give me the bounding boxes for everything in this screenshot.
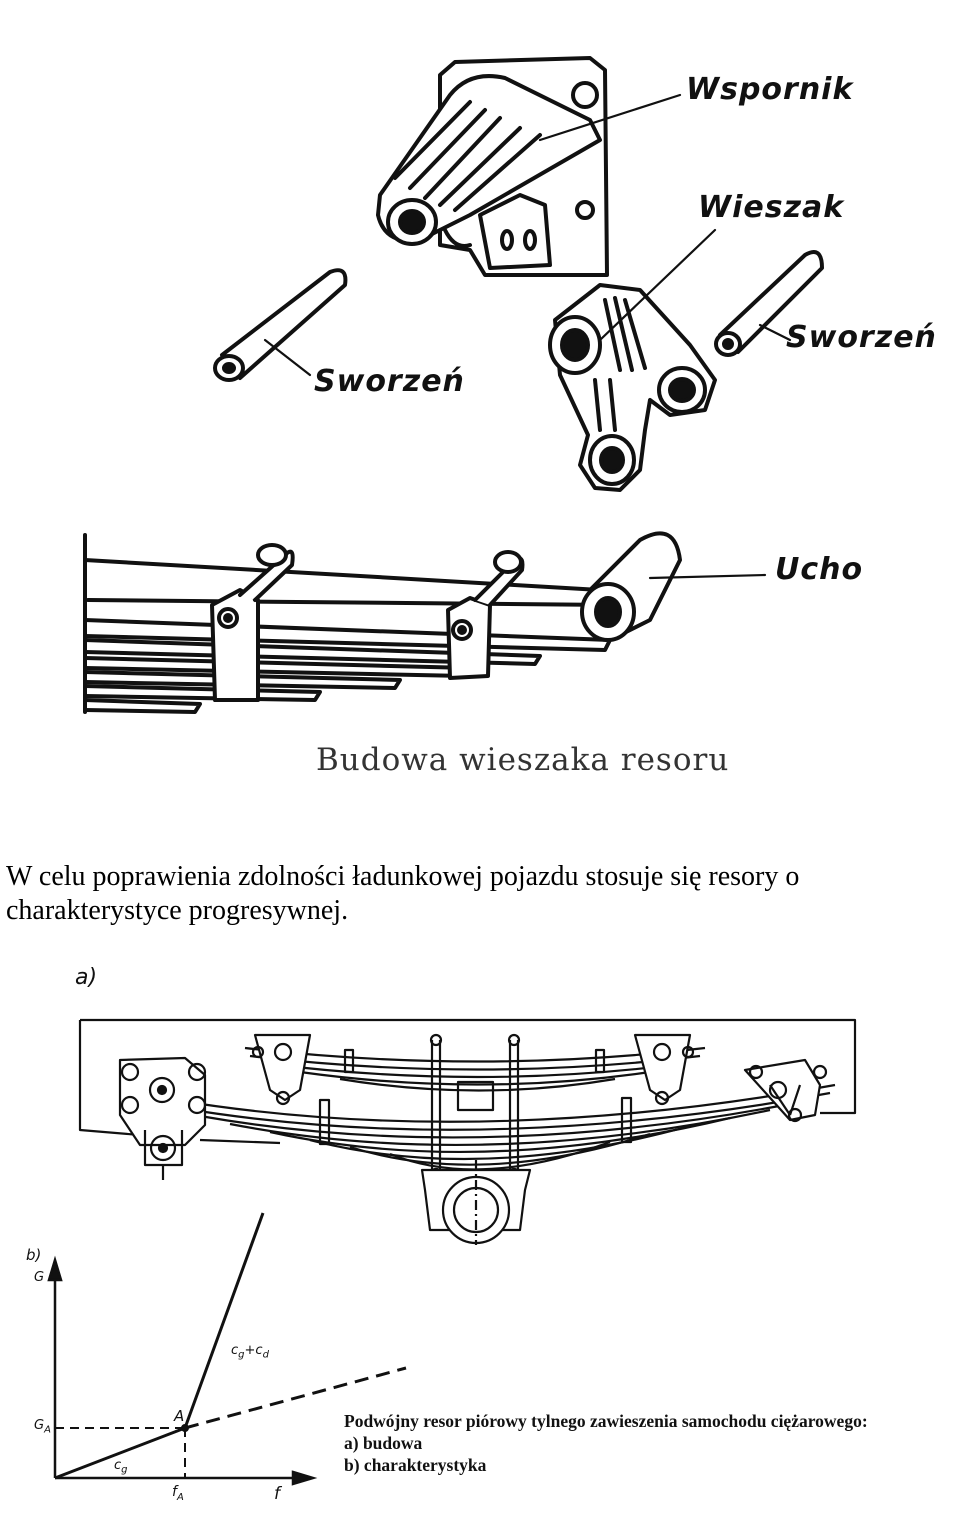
figure1-caption: Budowa wieszaka resoru — [316, 742, 730, 778]
label-wspornik: Wspornik — [686, 72, 854, 107]
y-axis-label: G — [34, 1270, 45, 1285]
pin-right — [714, 250, 824, 357]
point-a-label: A — [174, 1407, 185, 1425]
point-a-marker — [181, 1424, 189, 1432]
label-sworzen-left: Sworzeń — [314, 364, 465, 399]
figure2-caption: Podwójny resor piórowy tylnego zawieszen… — [344, 1410, 868, 1476]
label-wieszak: Wieszak — [698, 190, 845, 225]
y-axis-arrow — [47, 1255, 63, 1282]
pin-left — [213, 268, 348, 382]
chart-panel-label: b) — [26, 1246, 42, 1264]
figure2-caption-b: b) charakterystyka — [344, 1455, 487, 1475]
series-line-1 — [183, 1212, 265, 1429]
leaf-spring — [83, 531, 682, 714]
x-axis-label: f — [274, 1484, 280, 1504]
spring-hanger-diagram — [83, 56, 824, 714]
shackle-wieszak — [548, 283, 717, 492]
x-axis-arrow — [291, 1470, 318, 1486]
figure2-caption-a: a) budowa — [344, 1433, 423, 1453]
series-label-cg: cg — [114, 1458, 128, 1476]
x-tick-fa: fA — [172, 1484, 184, 1503]
part-label-a: a) — [75, 965, 98, 990]
label-ucho: Ucho — [775, 552, 864, 587]
bracket-wspornik — [376, 56, 609, 277]
label-sworzen-right: Sworzeń — [786, 320, 937, 355]
y-tick-ga: GA — [34, 1418, 51, 1436]
figure2-caption-title: Podwójny resor piórowy tylnego zawieszen… — [344, 1411, 868, 1431]
body-paragraph: W celu poprawienia zdolności ładunkowej … — [6, 861, 800, 926]
series-label-cg-cd: cg+cd — [231, 1343, 269, 1361]
